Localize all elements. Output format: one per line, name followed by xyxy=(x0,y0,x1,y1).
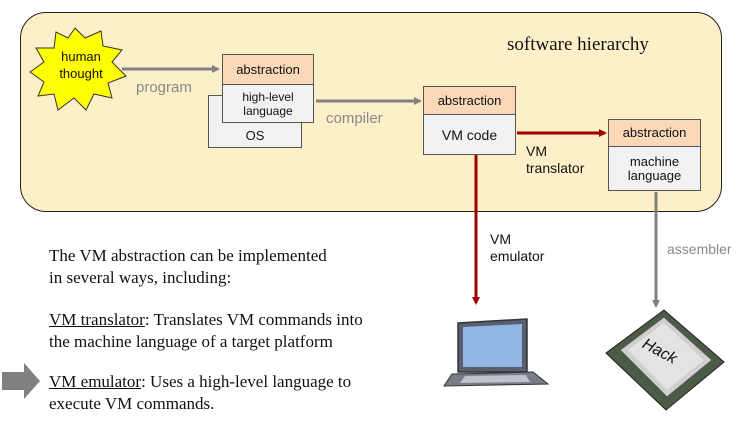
vm-emulator-line2: emulator xyxy=(490,248,545,264)
laptop-icon xyxy=(443,318,550,387)
software-hierarchy-panel xyxy=(20,12,722,212)
pointer-arrow-icon xyxy=(2,363,40,399)
high-level-abstraction-header: abstraction xyxy=(222,54,314,85)
assembler-label: assembler xyxy=(667,241,732,257)
vm-abstraction-header: abstraction xyxy=(423,86,516,115)
vm-emulator-line1: VM xyxy=(490,231,511,247)
human-thought-burst-icon xyxy=(29,27,127,111)
machine-abstraction-header: abstraction xyxy=(608,119,701,147)
vm-emulator-label: VM emulator xyxy=(490,231,544,265)
vm-translator-line2-text: the machine language of a target platfor… xyxy=(49,332,333,351)
vm-translator-rest: : Translates VM commands into xyxy=(144,310,363,329)
vm-emulator-rest: : Uses a high-level language to xyxy=(141,372,352,391)
human-thought-label: human thought xyxy=(52,48,110,82)
machine-language-label: machine language xyxy=(627,153,682,183)
os-label: OS xyxy=(245,127,265,143)
abstraction-label: abstraction xyxy=(622,125,687,140)
vm-emulator-description: VM emulator: Uses a high-level language … xyxy=(49,371,351,415)
vm-translator-line2: translator xyxy=(526,160,585,176)
intro-line2: in several ways, including: xyxy=(49,268,232,287)
high-level-language-box: high-level language xyxy=(222,85,314,123)
high-level-language-label: high-level language xyxy=(242,89,294,118)
vm-emulator-term: VM emulator xyxy=(49,372,142,391)
vm-translator-line1: VM xyxy=(526,143,547,159)
chip-icon xyxy=(605,309,725,411)
vm-code-box: VM code xyxy=(423,115,516,155)
compiler-label: compiler xyxy=(326,110,383,127)
vm-translator-description: VM translator: Translates VM commands in… xyxy=(49,309,363,353)
os-box: OS xyxy=(208,124,302,148)
panel-title: software hierarchy xyxy=(507,34,649,55)
vm-code-label: VM code xyxy=(441,126,498,143)
program-label: program xyxy=(136,79,192,96)
human-thought-line1: human xyxy=(61,49,101,64)
vm-emulator-line2-text: execute VM commands. xyxy=(49,394,215,413)
abstraction-label: abstraction xyxy=(437,92,502,108)
machine-language-box: machine language xyxy=(608,147,701,191)
human-thought-line2: thought xyxy=(59,66,103,81)
vm-translator-label: VM translator xyxy=(526,143,584,177)
abstraction-label: abstraction xyxy=(236,61,300,77)
intro-text: The VM abstraction can be implemented in… xyxy=(49,245,327,289)
intro-line1: The VM abstraction can be implemented xyxy=(49,246,327,265)
vm-translator-term: VM translator xyxy=(49,310,145,329)
